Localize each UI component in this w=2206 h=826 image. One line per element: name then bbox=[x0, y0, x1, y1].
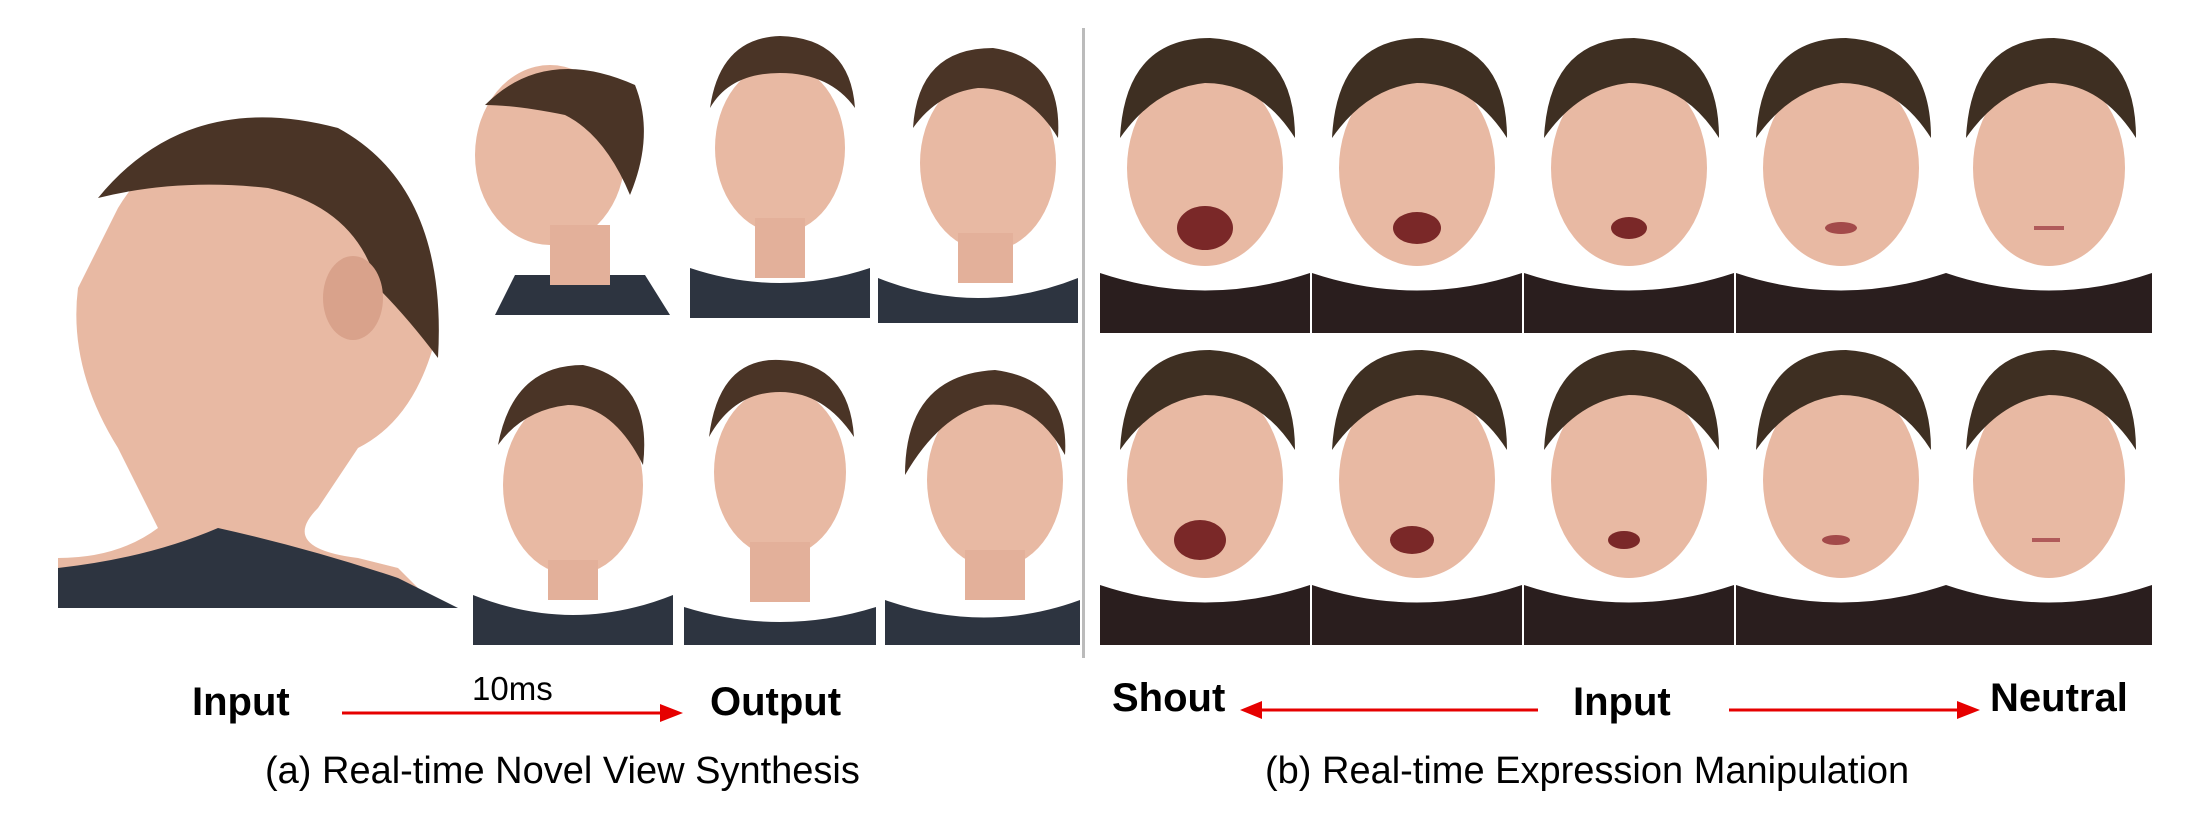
shout-label: Shout bbox=[1112, 676, 1226, 720]
input-face-image bbox=[58, 88, 458, 608]
timing-label: 10ms bbox=[472, 670, 553, 707]
expression-face-5 bbox=[1946, 28, 2152, 333]
caption-b: (b) Real-time Expression Manipulation bbox=[1265, 750, 1910, 792]
arrow-to-neutral bbox=[1729, 701, 1980, 719]
expression-face-1 bbox=[1100, 28, 1310, 333]
expression-face-7 bbox=[1312, 340, 1522, 645]
neutral-label: Neutral bbox=[1990, 676, 2128, 720]
expression-face-9 bbox=[1736, 340, 1946, 645]
arrow-to-shout bbox=[1240, 701, 1538, 719]
arrow-input-to-output bbox=[342, 704, 683, 722]
expression-face-8 bbox=[1524, 340, 1734, 645]
expression-face-2 bbox=[1312, 28, 1522, 333]
output-view-4 bbox=[473, 355, 673, 645]
output-view-1 bbox=[455, 45, 670, 315]
output-view-6 bbox=[885, 355, 1080, 645]
expression-face-6 bbox=[1100, 340, 1310, 645]
output-view-2 bbox=[690, 28, 870, 318]
expression-face-10 bbox=[1946, 340, 2152, 645]
output-view-5 bbox=[684, 352, 876, 645]
expression-face-4 bbox=[1736, 28, 1946, 333]
output-view-3 bbox=[878, 38, 1078, 323]
expression-face-3 bbox=[1524, 28, 1734, 333]
output-label: Output bbox=[710, 680, 842, 724]
input-label-a: Input bbox=[192, 680, 290, 724]
input-label-b: Input bbox=[1573, 680, 1671, 724]
caption-a: (a) Real-time Novel View Synthesis bbox=[265, 750, 860, 792]
panel-divider bbox=[1082, 28, 1085, 658]
